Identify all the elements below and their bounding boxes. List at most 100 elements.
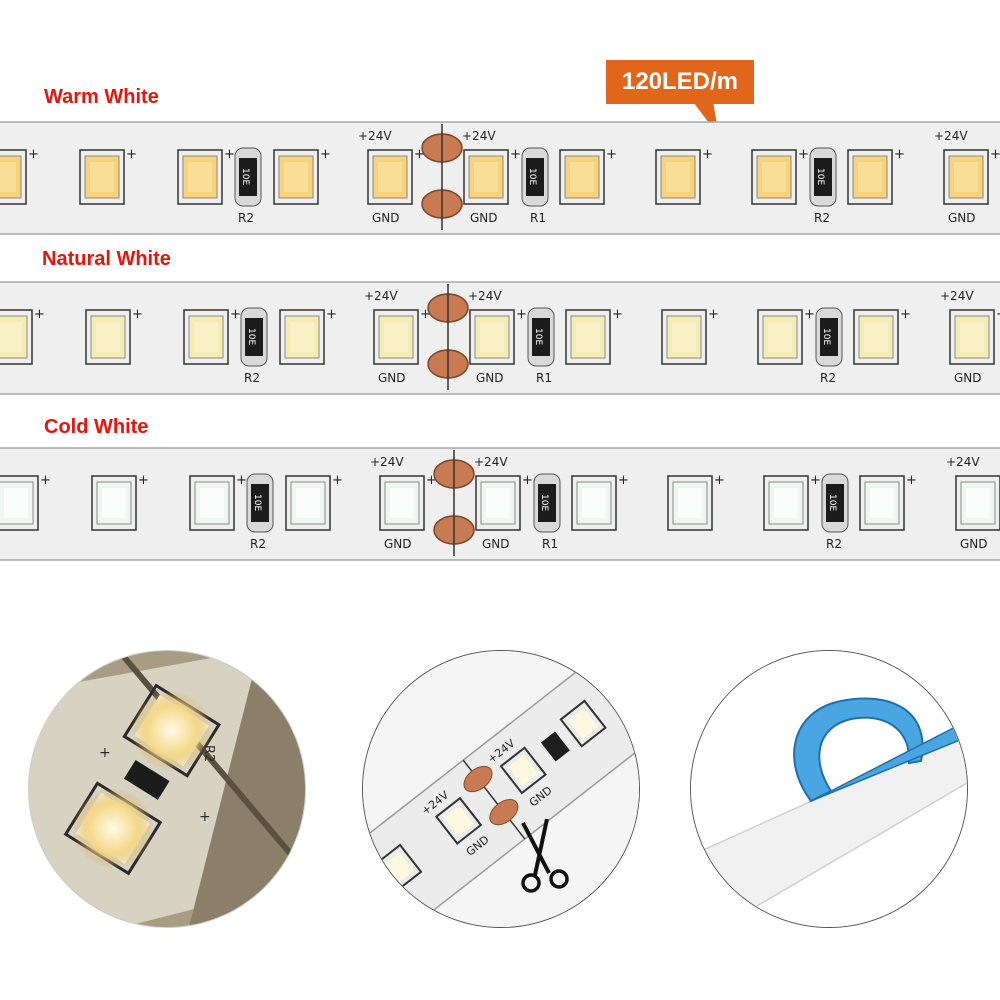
led-chip: +: [463, 147, 521, 205]
led-plus-mark: +: [320, 147, 331, 162]
r2-mark: R2: [250, 537, 266, 551]
led-chip: +: [469, 307, 527, 365]
v24-mark-edge: +24V: [934, 129, 968, 143]
cut-pads: [427, 284, 469, 390]
led-chip: +: [0, 473, 51, 531]
led-chip: +: [373, 307, 431, 365]
led-plus-mark: +: [126, 147, 137, 162]
resistor-chip: 10E: [809, 147, 837, 207]
led-plus-mark: +: [138, 473, 149, 488]
led-plus-mark: +: [702, 147, 713, 162]
led-plus-mark: +: [798, 147, 809, 162]
resistor-chip: 10E: [246, 473, 274, 533]
gnd-mark-edge: GND: [960, 537, 988, 551]
led-plus-mark: +: [708, 307, 719, 322]
resistor-code: 10E: [815, 168, 825, 185]
led-chip: +: [85, 307, 143, 365]
r2-mark: R2: [826, 537, 842, 551]
led-plus-mark: +: [714, 473, 725, 488]
led-plus-mark: +: [516, 307, 527, 322]
resistor-code: 10E: [533, 328, 543, 345]
gnd-mark-right: GND: [470, 211, 498, 225]
led-density-callout: 120LED/m: [606, 60, 754, 104]
led-plus-mark: +: [612, 307, 623, 322]
gnd-mark-left: GND: [378, 371, 406, 385]
resistor-code: 10E: [246, 328, 256, 345]
v24-mark-right: +24V: [474, 455, 508, 469]
r2-mark: R2: [820, 371, 836, 385]
resistor-code: 10E: [539, 494, 549, 511]
adhesive-tape-closeup: [690, 650, 968, 928]
cut-pads: [433, 450, 475, 556]
gnd-mark-edge: GND: [954, 371, 982, 385]
led-chip: +: [279, 307, 337, 365]
led-chip: +: [79, 147, 137, 205]
led-chip: +: [661, 307, 719, 365]
led-chip: +: [183, 307, 241, 365]
resistor-chip: 10E: [240, 307, 268, 367]
gnd-mark-right: GND: [482, 537, 510, 551]
led-plus-mark: +: [906, 473, 917, 488]
resistor-code: 10E: [240, 168, 250, 185]
led-plus-mark: +: [810, 473, 821, 488]
led-plus-mark: +: [510, 147, 521, 162]
v24-mark-left: +24V: [364, 289, 398, 303]
led-chip: +: [285, 473, 343, 531]
led-chip: +: [757, 307, 815, 365]
led-plus-mark: +: [606, 147, 617, 162]
resistor-code: 10E: [527, 168, 537, 185]
resistor-chip: 10E: [821, 473, 849, 533]
resistor-chip: 10E: [234, 147, 262, 207]
v24-mark-edge: +24V: [946, 455, 980, 469]
led-chip: +: [189, 473, 247, 531]
closeup-r2-mark: R2: [201, 745, 216, 762]
led-chip: +: [379, 473, 437, 531]
led-plus-mark: +: [522, 473, 533, 488]
natural-white-label: Natural White: [42, 248, 171, 270]
led-chip: +: [273, 147, 331, 205]
gnd-mark-left: GND: [384, 537, 412, 551]
led-plus-mark: +: [28, 147, 39, 162]
warm-white-label: Warm White: [44, 86, 159, 108]
led-chip: +: [475, 473, 533, 531]
led-plus-mark: +: [996, 307, 1000, 322]
led-chip: +: [943, 147, 1000, 205]
r2-mark: R2: [814, 211, 830, 225]
led-chip: +: [0, 147, 39, 205]
led-chip: +: [655, 147, 713, 205]
led-chip: +: [367, 147, 425, 205]
lit-led-closeup: + + R2: [28, 650, 306, 928]
resistor-chip: 10E: [815, 307, 843, 367]
gnd-mark-right: GND: [476, 371, 504, 385]
led-chip: +: [853, 307, 911, 365]
led-density-text: 120LED/m: [621, 68, 739, 95]
resistor-chip: 10E: [527, 307, 555, 367]
cut-pads: [421, 124, 463, 230]
led-chip: +: [559, 147, 617, 205]
led-plus-mark: +: [132, 307, 143, 322]
r1-mark: R1: [542, 537, 558, 551]
gnd-mark-edge: GND: [948, 211, 976, 225]
led-chip: +: [949, 307, 1000, 365]
led-plus-mark: +: [420, 307, 431, 322]
led-plus-mark: +: [236, 473, 247, 488]
led-plus-mark: +: [40, 473, 51, 488]
v24-mark-right: +24V: [468, 289, 502, 303]
resistor-code: 10E: [821, 328, 831, 345]
led-chip: +: [177, 147, 235, 205]
led-plus-mark: +: [618, 473, 629, 488]
v24-mark-left: +24V: [358, 129, 392, 143]
closeup-plus-top: +: [99, 745, 111, 761]
cut-point-closeup: +24V +24V GND GND: [362, 650, 640, 928]
cold-white-label: Cold White: [44, 416, 149, 438]
led-chip: +: [859, 473, 917, 531]
led-chip: +: [751, 147, 809, 205]
led-plus-mark: +: [990, 147, 1000, 162]
led-chip: +: [571, 473, 629, 531]
scissors-icon: [521, 818, 569, 893]
r2-mark: R2: [244, 371, 260, 385]
led-chip: +: [91, 473, 149, 531]
led-plus-mark: +: [224, 147, 235, 162]
r1-mark: R1: [536, 371, 552, 385]
